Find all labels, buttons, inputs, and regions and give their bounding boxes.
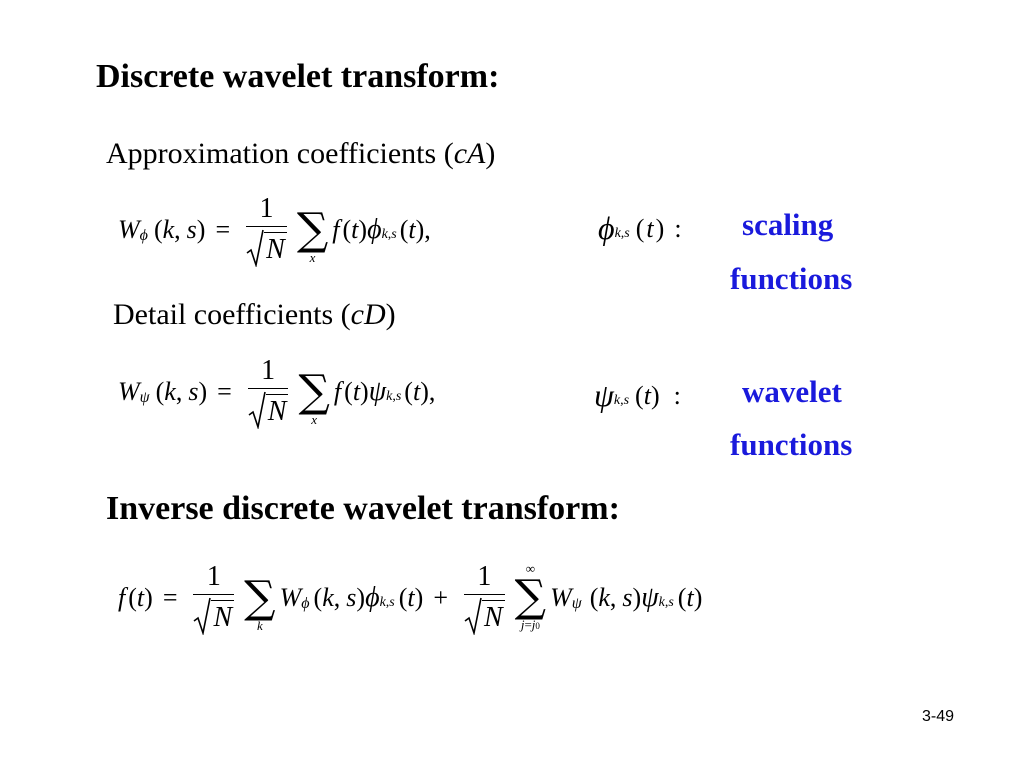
page-title: Discrete wavelet transform: bbox=[96, 58, 500, 95]
scaling-label: scaling bbox=[742, 207, 834, 242]
inverse-heading: Inverse discrete wavelet transform: bbox=[106, 490, 620, 527]
summation-over-x: ∑x bbox=[296, 203, 329, 265]
summation-over-j: ∞∑j=j0 bbox=[514, 561, 547, 632]
summation-over-x: ∑x bbox=[298, 365, 330, 427]
scaling-functions-label: functions bbox=[730, 261, 853, 296]
normalization-fraction: 1 N bbox=[246, 192, 287, 267]
wavelet-functions-label: functions bbox=[730, 427, 853, 462]
summation-over-k: ∑k bbox=[244, 571, 276, 633]
wavelet-label: wavelet bbox=[742, 374, 842, 409]
page-number: 3-49 bbox=[922, 708, 955, 725]
approx-coefficients-label: Approximation coefficients (cA) bbox=[106, 137, 496, 170]
normalization-fraction: 1 N bbox=[193, 560, 235, 635]
detail-coefficients-label: Detail coefficients (cD) bbox=[113, 298, 396, 331]
normalization-fraction: 1 N bbox=[463, 560, 505, 635]
normalization-fraction: 1 N bbox=[247, 354, 289, 429]
